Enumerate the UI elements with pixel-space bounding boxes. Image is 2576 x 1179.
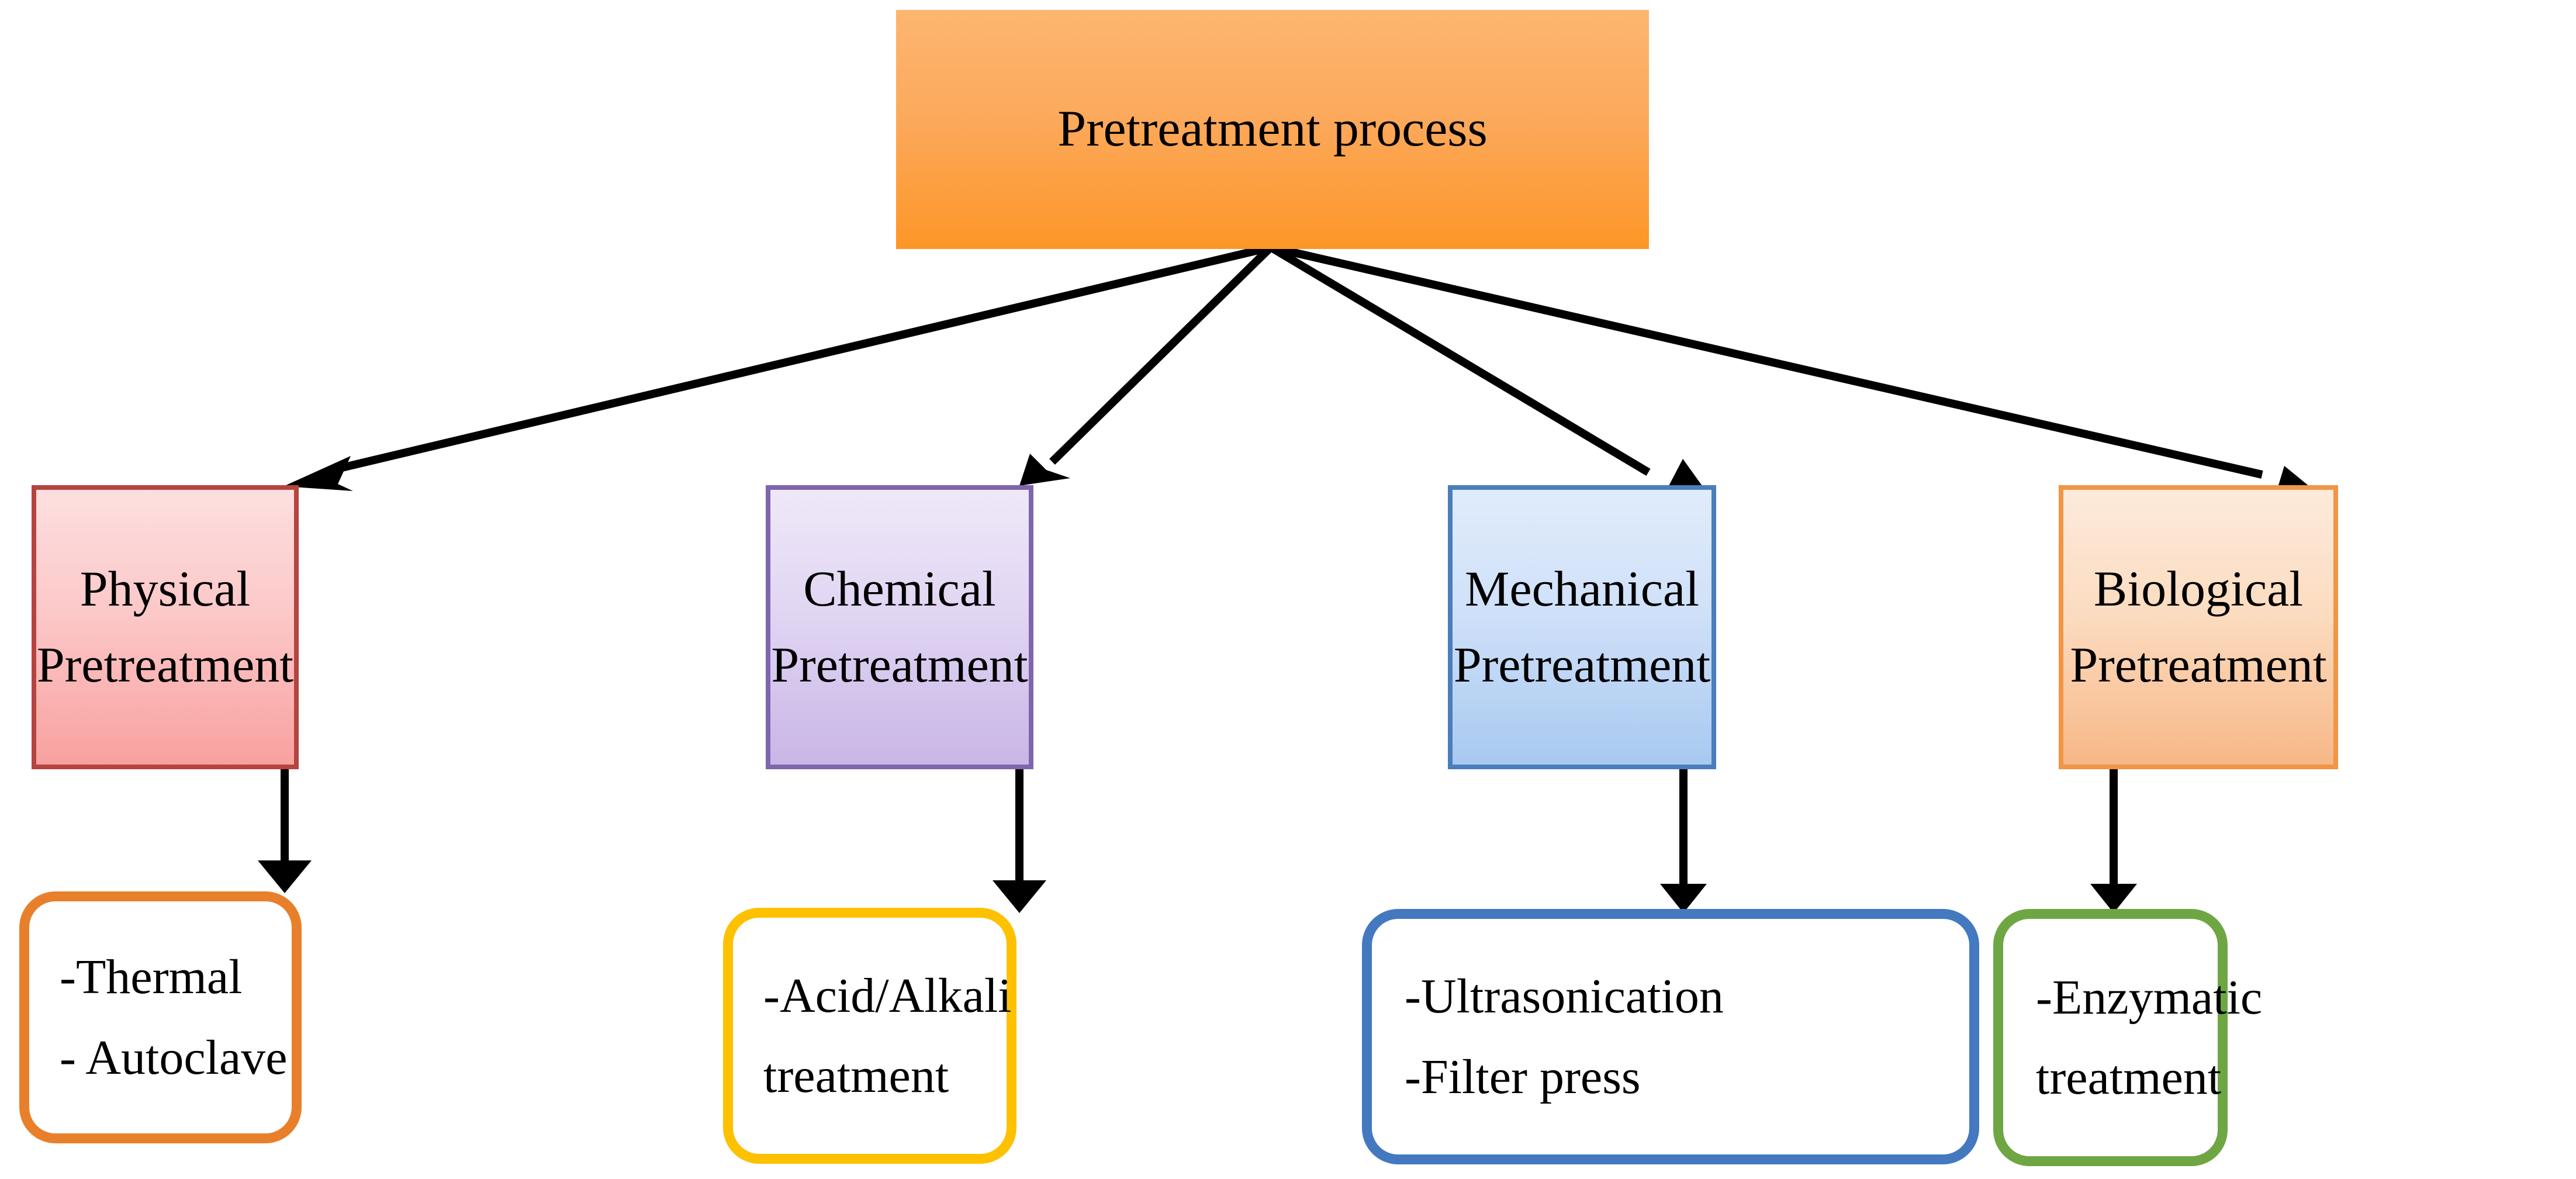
node-chemical-pretreatment[interactable]: Chemical Pretreatment: [766, 485, 1033, 769]
node-chemical-methods-line1: -Acid/Alkali: [763, 968, 1012, 1023]
node-pretreatment-process[interactable]: Pretreatment process: [896, 10, 1649, 249]
edge-root-to-mechanical: [1268, 243, 1702, 487]
edge-root-to-biological: [1270, 243, 2310, 495]
node-physical-pretreatment-line2: Pretreatment: [36, 637, 294, 693]
edge-root-to-physical: [283, 243, 1272, 491]
node-biological-pretreatment[interactable]: Biological Pretreatment: [2059, 485, 2338, 769]
edge-biological-to-enzymatic: [2090, 769, 2137, 913]
node-physical-methods-line2: - Autoclave: [60, 1030, 288, 1085]
node-chemical-pretreatment-line1: Chemical: [803, 561, 996, 617]
node-physical-pretreatment-line1: Physical: [79, 561, 251, 617]
node-physical-methods-line1: -Thermal: [60, 950, 243, 1005]
node-mechanical-pretreatment-line1: Mechanical: [1464, 561, 1700, 617]
node-chemical-methods-line2: treatment: [763, 1049, 949, 1103]
node-physical-pretreatment[interactable]: Physical Pretreatment: [32, 485, 299, 769]
node-chemical-methods[interactable]: -Acid/Alkali treatment: [723, 908, 1016, 1164]
node-chemical-pretreatment-line2: Pretreatment: [771, 637, 1028, 693]
node-biological-methods-line1: -Enzymatic: [2036, 970, 2263, 1025]
node-physical-methods[interactable]: -Thermal - Autoclave: [19, 891, 302, 1143]
node-pretreatment-process-label: Pretreatment process: [1057, 101, 1488, 158]
node-mechanical-pretreatment[interactable]: Mechanical Pretreatment: [1448, 485, 1716, 769]
node-biological-methods-line2: treatment: [2036, 1050, 2222, 1105]
edge-chemical-to-acid: [993, 769, 1046, 913]
edge-root-to-chemical: [1019, 244, 1274, 486]
node-mechanical-methods[interactable]: -Ultrasonication -Filter press: [1362, 909, 1979, 1164]
node-biological-pretreatment-line2: Pretreatment: [2070, 637, 2327, 693]
node-biological-pretreatment-line1: Biological: [2093, 561, 2304, 617]
edge-physical-to-thermal: [258, 769, 312, 893]
node-mechanical-methods-line1: -Ultrasonication: [1405, 969, 1724, 1024]
node-mechanical-methods-line2: -Filter press: [1405, 1049, 1641, 1104]
node-biological-methods[interactable]: -Enzymatic treatment: [1993, 909, 2262, 1166]
edge-mechanical-to-ultrasonication: [1660, 769, 1707, 913]
node-mechanical-pretreatment-line2: Pretreatment: [1453, 637, 1711, 693]
